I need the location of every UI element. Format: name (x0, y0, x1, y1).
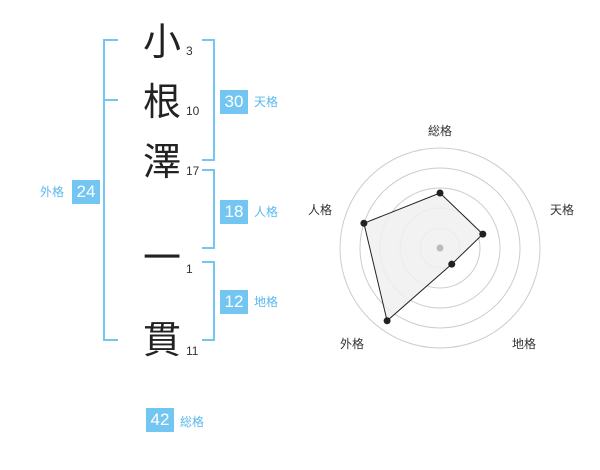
soukaku-score: 42 (146, 408, 174, 432)
radar-ring (359, 167, 521, 329)
radar-axis-label-tenkaku: 天格 (550, 203, 575, 217)
stroke-count-3: 17 (186, 164, 200, 178)
stroke-count-2: 10 (186, 104, 200, 118)
name-char-4: 一 (142, 236, 181, 280)
radar-point-2 (479, 230, 487, 238)
radar-point-4 (383, 317, 391, 325)
jinkaku-label: 人格 (254, 205, 279, 219)
soukaku-label: 総格 (180, 415, 205, 429)
name-char-5: 貫 (142, 318, 181, 362)
tenkaku-score: 30 (220, 90, 248, 114)
radar-point-1 (436, 189, 444, 197)
radar-axis-label-soukaku: 総格 (428, 124, 453, 138)
gaikaku-label: 外格 (40, 185, 65, 199)
jinkaku-score: 18 (220, 200, 248, 224)
radar-axis-label-jinkaku: 人格 (308, 203, 333, 217)
chikaku-bracket (202, 261, 215, 341)
tenkaku-label: 天格 (254, 95, 279, 109)
stroke-count-5: 11 (186, 344, 199, 358)
stroke-count-4: 1 (186, 262, 193, 276)
jinkaku-bracket (202, 169, 215, 249)
name-char-1: 小 (142, 20, 181, 64)
stroke-count-1: 3 (186, 44, 193, 58)
radar-ring (339, 147, 541, 349)
chikaku-label: 地格 (254, 295, 279, 309)
radar-center-dot (436, 244, 444, 252)
gaikaku-score: 24 (72, 180, 100, 204)
name-char-3: 澤 (142, 140, 181, 184)
radar-point-5 (360, 219, 368, 227)
radar-axis-label-chikaku: 地格 (512, 337, 537, 351)
gaikaku-bracket (103, 39, 118, 341)
radar-polygon (363, 192, 484, 322)
tenkaku-bracket (202, 39, 215, 161)
radar-axis-label-gaikaku: 外格 (340, 337, 365, 351)
radar-point-3 (448, 260, 456, 268)
name-char-2: 根 (142, 80, 181, 124)
chikaku-score: 12 (220, 290, 248, 314)
